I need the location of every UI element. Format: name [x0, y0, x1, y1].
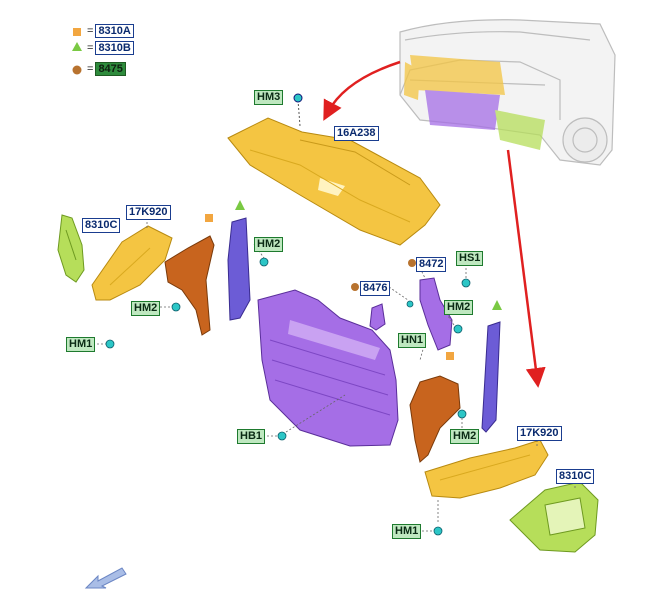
upper-radiator-cover-part [227, 117, 441, 246]
legend-row-8310b: =8310B [84, 41, 134, 55]
hs1-fastener [461, 278, 471, 288]
left-air-duct-part [91, 225, 173, 301]
right-blue-bracket-part [481, 300, 502, 433]
callout-8310c-left[interactable]: 8310C [82, 218, 121, 233]
right-air-duct-part [424, 439, 549, 499]
callout-hm2-lower[interactable]: HM2 [450, 429, 480, 444]
callout-hn1[interactable]: HN1 [398, 333, 427, 348]
hm1-fastener-right [433, 526, 443, 536]
hm1-fastener-left [105, 339, 115, 349]
callout-17k920-right[interactable]: 17K920 [517, 426, 562, 441]
callout-hm3[interactable]: HM3 [254, 90, 284, 105]
hm2-fastener-mid [453, 324, 463, 334]
hb1-fastener [277, 431, 287, 441]
left-blue-bracket-part [227, 200, 251, 321]
navigation-arrow-icon[interactable] [84, 567, 127, 589]
callout-hm1-left[interactable]: HM1 [66, 337, 96, 352]
hm2-fastener-upper [259, 257, 269, 267]
red-leader-arrow-right [506, 149, 546, 388]
callout-8476[interactable]: 8476 [360, 281, 391, 296]
vehicle-highlight-parts [404, 55, 545, 150]
left-orange-bracket-part [164, 214, 215, 336]
part-8476 [351, 283, 386, 331]
callout-8310c-right[interactable]: 8310C [556, 469, 595, 484]
legend-row-8310a: =8310A [84, 24, 134, 38]
legend-square-symbol [73, 28, 81, 36]
callout-hm2-left[interactable]: HM2 [131, 301, 161, 316]
callout-hm2-upper[interactable]: HM2 [254, 237, 284, 252]
callout-hm1-right[interactable]: HM1 [392, 524, 422, 539]
legend-code-8310b[interactable]: 8310B [95, 41, 134, 55]
legend-triangle-symbol [72, 42, 82, 51]
legend-code-8475[interactable]: 8475 [95, 62, 126, 76]
right-orange-bracket-part [409, 352, 461, 463]
callout-hm2-mid[interactable]: HM2 [444, 300, 474, 315]
callout-hb1[interactable]: HB1 [237, 429, 266, 444]
hm3-fastener [293, 93, 303, 127]
hm2-fastener-lower [457, 409, 467, 419]
legend-code-8310a[interactable]: 8310A [95, 24, 134, 38]
radiator-support-panel-part [257, 289, 399, 447]
part-8472-bracket [408, 259, 453, 351]
left-air-deflector-part [57, 214, 85, 283]
hm2-fastener-left [171, 302, 181, 312]
callout-8472[interactable]: 8472 [416, 257, 447, 272]
legend-row-8475: =8475 [84, 62, 126, 76]
red-leader-arrow-upper [323, 60, 401, 121]
right-air-deflector-part [509, 481, 599, 553]
callout-16a238[interactable]: 16A238 [334, 126, 379, 141]
legend-circle-symbol [72, 65, 82, 75]
callout-hs1[interactable]: HS1 [456, 251, 484, 266]
callout-17k920-left[interactable]: 17K920 [126, 205, 171, 220]
